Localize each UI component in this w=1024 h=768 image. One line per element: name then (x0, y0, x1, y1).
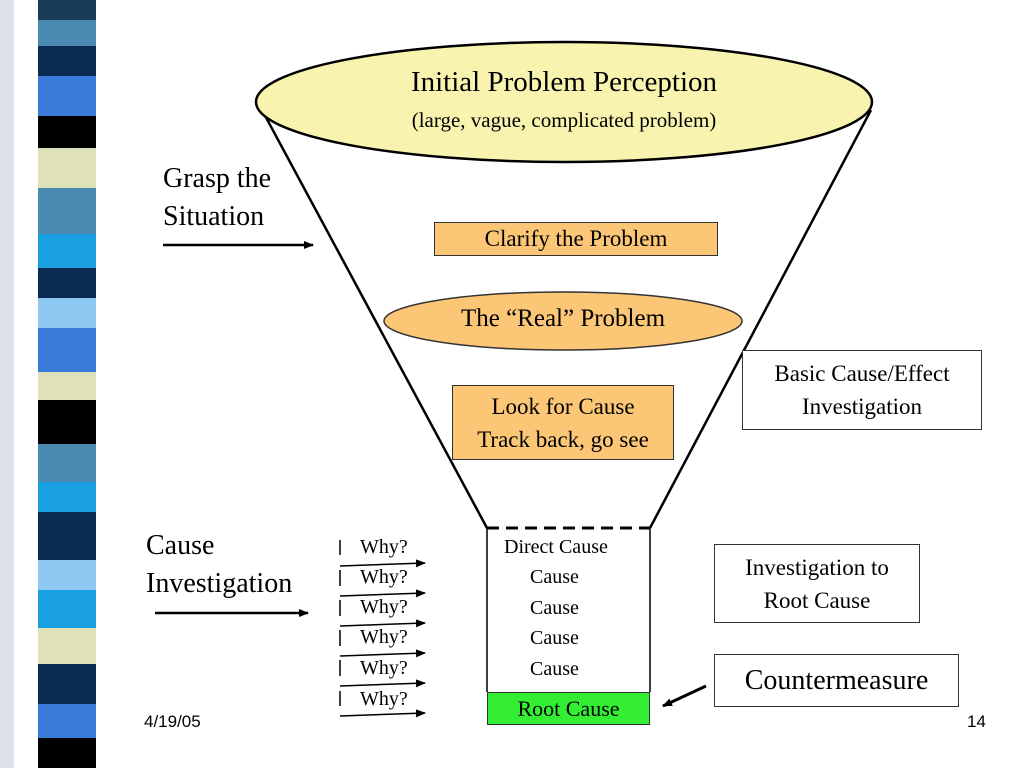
clarify-problem-label: Clarify the Problem (484, 226, 668, 251)
investigation-line-2: Root Cause (763, 587, 871, 613)
cause-chain-item: Direct Cause (504, 536, 608, 558)
basic-cause-effect-box: Basic Cause/Effect Investigation (742, 350, 982, 430)
decorative-stripe-bar (0, 0, 120, 768)
grasp-label-line1: Grasp the (163, 163, 272, 194)
why-label: Why? (360, 536, 408, 558)
investigation-line-1: Investigation to (745, 554, 889, 580)
footer-date: 4/19/05 (144, 712, 201, 731)
countermeasure-label: Countermeasure (744, 664, 929, 696)
look-for-cause-box: Look for Cause Track back, go see (452, 385, 674, 460)
real-problem-label: The “Real” Problem (460, 305, 666, 332)
basic-line-2: Investigation (801, 394, 923, 419)
top-ellipse (254, 40, 874, 164)
why-label: Why? (360, 688, 408, 710)
cause-chain-item: Cause (530, 597, 579, 619)
why-label: Why? (360, 566, 408, 588)
why-label: Why? (360, 596, 408, 618)
funnel-right-edge (648, 109, 873, 529)
investigation-root-cause-box: Investigation to Root Cause (714, 544, 920, 623)
cause-label-line2: Investigation (146, 568, 293, 599)
page-number: 14 (967, 712, 986, 731)
countermeasure-box: Countermeasure (714, 654, 959, 707)
cause-label-line1: Cause (146, 530, 215, 561)
root-cause-box: Root Cause (487, 692, 650, 725)
countermeasure-arrow (662, 684, 707, 708)
clarify-problem-box: Clarify the Problem (434, 222, 718, 256)
look-line-2: Track back, go see (477, 426, 649, 452)
top-subtitle: (large, vague, complicated problem) (411, 108, 717, 132)
top-title: Initial Problem Perception (410, 66, 718, 98)
why-label: Why? (360, 657, 408, 679)
funnel-left-edge (260, 109, 489, 529)
why-label: Why? (360, 626, 408, 648)
grasp-label-line2: Situation (163, 201, 265, 232)
basic-line-1: Basic Cause/Effect (774, 361, 950, 386)
root-cause-label: Root Cause (517, 695, 620, 721)
cause-chain-item: Cause (530, 658, 579, 680)
look-line-1: Look for Cause (491, 393, 635, 419)
cause-chain-item: Cause (530, 566, 579, 588)
why-arrows (339, 540, 426, 718)
cause-chain-item: Cause (530, 627, 579, 649)
real-problem-ellipse (383, 291, 743, 351)
